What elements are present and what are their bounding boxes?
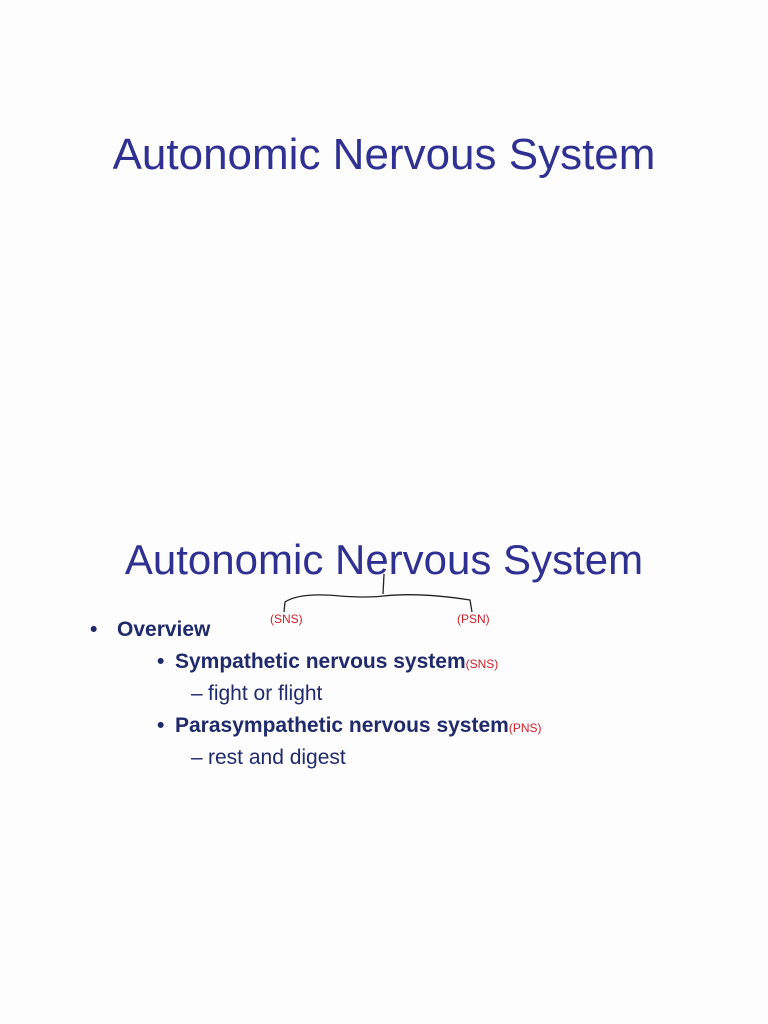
bullet-dash: – [191,746,203,769]
bullet-sympathetic: • Sympathetic nervous system(SNS) [157,650,498,674]
bullet-rest-and-digest-text: rest and digest [208,746,346,769]
bullet-parasympathetic-text: Parasympathetic nervous system [175,714,509,737]
bullet-dot: • [90,618,98,641]
bullet-dash: – [191,682,203,705]
bullet-overview: • Overview [90,618,210,642]
bullet-overview-text: Overview [117,618,211,641]
handwritten-brace [283,573,473,613]
bullet-dot: • [157,650,165,673]
bullet-fight-or-flight: –fight or flight [191,682,322,706]
slide-2: Autonomic Nervous System (SNS) (PSN) •Ov… [0,512,768,1024]
bullet-parasympathetic: • Parasympathetic nervous system(PNS) [157,714,542,738]
bullet-dot: • [157,714,165,737]
slide-1: Autonomic Nervous System [112,130,656,179]
bullet-sympathetic-abbr: (SNS) [465,657,499,671]
annotation-psn: (PSN) [457,612,490,626]
slide-1-title: Autonomic Nervous System [112,130,656,179]
bullet-sympathetic-text: Sympathetic nervous system [175,650,466,673]
bullet-fight-or-flight-text: fight or flight [208,682,323,705]
annotation-sns: (SNS) [270,612,303,626]
bullet-parasympathetic-abbr: (PNS) [508,721,542,735]
bullet-rest-and-digest: –rest and digest [191,746,346,770]
